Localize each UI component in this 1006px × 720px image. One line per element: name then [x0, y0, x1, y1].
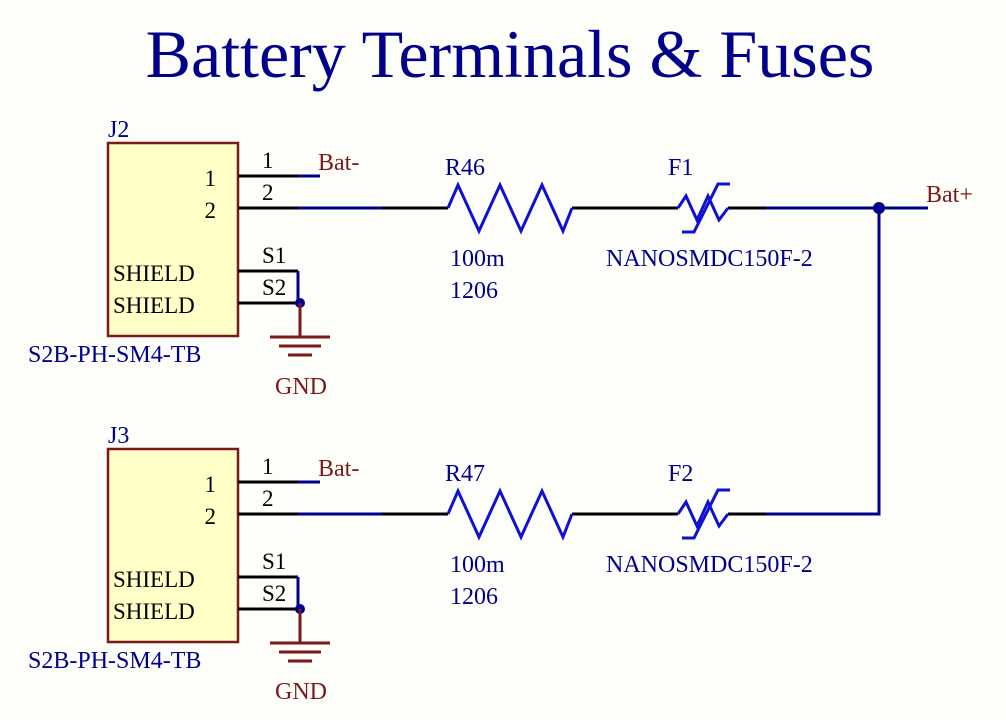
fuse-f2[interactable]: F2 NANOSMDC150F-2: [606, 461, 813, 578]
connector-j2-pin-leads: [238, 174, 298, 305]
connector-j2-shield2-label: SHIELD: [113, 293, 195, 318]
connector-j3-shield1-label: SHIELD: [113, 567, 195, 592]
ground-symbol-1: GND: [270, 303, 330, 400]
resistor-r46-package: 1206: [450, 278, 498, 304]
net-label-bat-minus-1: Bat-: [318, 150, 359, 176]
net-label-bat-plus: Bat+: [926, 182, 973, 208]
resistor-r46-designator: R46: [445, 155, 485, 181]
fuse-f1-symbol: [676, 192, 730, 224]
connector-j3-pin2-number: 2: [262, 486, 274, 511]
connector-j3-s2-number: S2: [262, 581, 286, 606]
fuse-f1[interactable]: F1 NANOSMDC150F-2: [606, 155, 813, 272]
fuse-f1-designator: F1: [668, 155, 693, 181]
connector-j3-designator: J3: [108, 423, 129, 449]
connector-j3-shield2-label: SHIELD: [113, 599, 195, 624]
resistor-r47-designator: R47: [445, 461, 485, 487]
ground-symbol-2: GND: [270, 609, 330, 705]
fuse-f2-designator: F2: [668, 461, 693, 487]
connector-j3-pin1-label: 1: [205, 472, 217, 497]
fuse-f2-symbol: [676, 498, 730, 530]
circuit-j2: J2 S2B-PH-SM4-TB 1 2 SHIELD SHIELD 1 2 S…: [28, 117, 973, 400]
connector-j2-pin1-number: 1: [262, 148, 274, 173]
sheet-title: Battery Terminals & Fuses: [146, 16, 875, 92]
connector-j2-part: S2B-PH-SM4-TB: [28, 342, 201, 368]
connector-j3-pin-leads: [238, 480, 298, 611]
resistor-r46[interactable]: R46 100m 1206: [382, 155, 638, 304]
connector-j2-body: [106, 141, 240, 338]
circuit-j3: J3 S2B-PH-SM4-TB 1 2 SHIELD SHIELD 1 2 S…: [28, 208, 881, 705]
connector-j2-pin2-label: 2: [205, 198, 217, 223]
connector-j3-pin1-number: 1: [262, 454, 274, 479]
ground-label-2: GND: [275, 679, 327, 705]
connector-j2-pin2-number: 2: [262, 180, 274, 205]
fuse-f1-value: NANOSMDC150F-2: [606, 246, 813, 272]
wire-f2-to-bat-plus: [766, 208, 881, 516]
resistor-r47[interactable]: R47 100m 1206: [382, 461, 638, 610]
connector-j3[interactable]: J3 S2B-PH-SM4-TB 1 2 SHIELD SHIELD 1 2 S…: [28, 423, 298, 674]
connector-j3-body: [106, 447, 240, 644]
resistor-r46-symbol: [446, 181, 574, 235]
connector-j2-shield1-label: SHIELD: [113, 261, 195, 286]
resistor-r47-symbol: [446, 487, 574, 541]
resistor-r47-package: 1206: [450, 584, 498, 610]
net-label-bat-minus-2: Bat-: [318, 456, 359, 482]
connector-j2[interactable]: J2 S2B-PH-SM4-TB 1 2 SHIELD SHIELD 1 2 S…: [28, 117, 298, 368]
resistor-r46-value: 100m: [450, 246, 505, 272]
connector-j2-designator: J2: [108, 117, 129, 143]
connector-j2-s1-number: S1: [262, 243, 286, 268]
ground-label-1: GND: [275, 374, 327, 400]
fuse-f2-value: NANOSMDC150F-2: [606, 552, 813, 578]
connector-j3-s1-number: S1: [262, 549, 286, 574]
fuse-f2-ptc-mark: [682, 488, 730, 540]
resistor-r47-value: 100m: [450, 552, 505, 578]
fuse-f1-ptc-mark: [682, 182, 730, 234]
connector-j2-pin1-label: 1: [205, 166, 217, 191]
connector-j3-pin2-label: 2: [205, 504, 217, 529]
connector-j2-s2-number: S2: [262, 275, 286, 300]
connector-j3-part: S2B-PH-SM4-TB: [28, 648, 201, 674]
